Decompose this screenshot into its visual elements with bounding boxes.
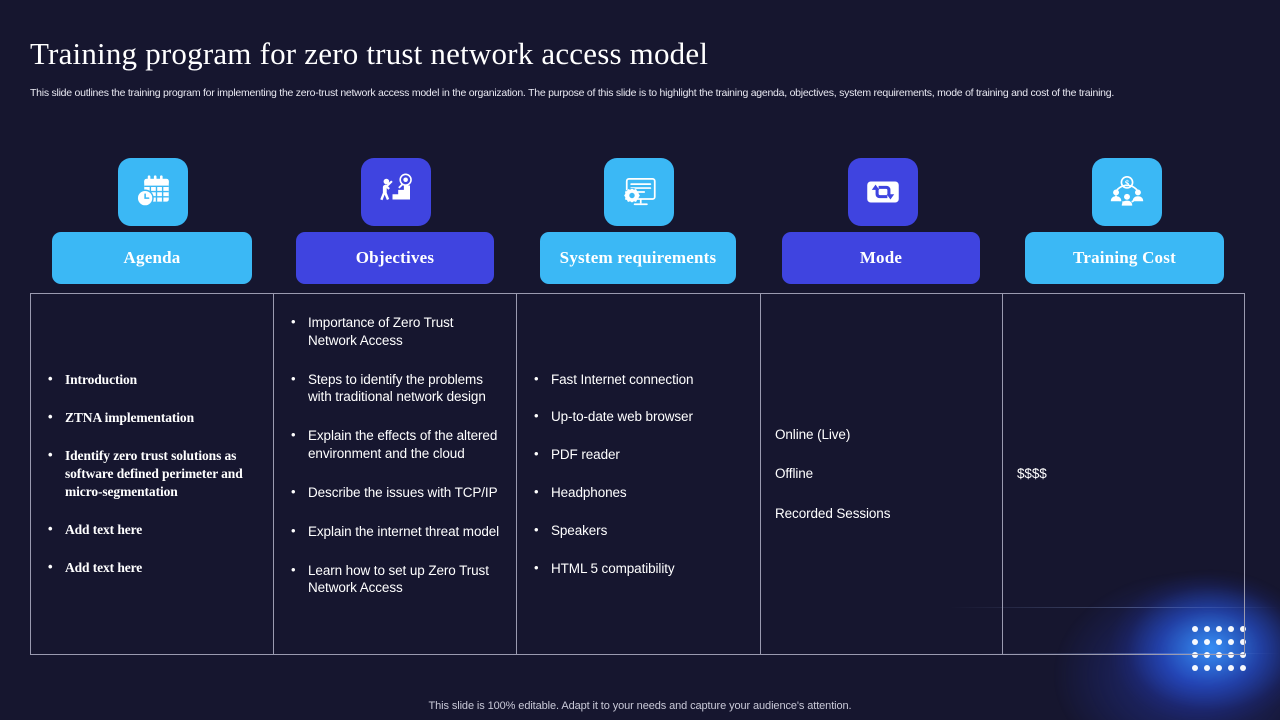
column-header-objectives[interactable]: Objectives	[296, 232, 494, 284]
footer-note: This slide is 100% editable. Adapt it to…	[428, 700, 852, 712]
column-header-system-requirements[interactable]: System requirements	[540, 232, 736, 284]
table-cell-objectives: Importance of Zero Trust Network Access …	[274, 294, 517, 654]
column-header-mode[interactable]: Mode	[782, 232, 980, 284]
list-item: Learn how to set up Zero Trust Network A…	[288, 561, 500, 598]
swap-arrows-icon	[848, 158, 918, 226]
page-title: Training program for zero trust network …	[30, 36, 709, 71]
list-item: Explain the internet threat model	[288, 522, 500, 541]
page-subtitle: This slide outlines the training program…	[30, 87, 1114, 99]
list-item: PDF reader	[531, 445, 744, 464]
table-cell-mode: Online (Live) Offline Recorded Sessions	[761, 294, 1003, 654]
person-stairs-goal-icon	[361, 158, 431, 226]
column-header-training-cost[interactable]: Training Cost	[1025, 232, 1224, 284]
list-item: Recorded Sessions	[775, 505, 891, 521]
people-money-icon: $	[1092, 158, 1162, 226]
list-item: Fast Internet connection	[531, 370, 744, 389]
objectives-list: Importance of Zero Trust Network Access …	[288, 313, 500, 598]
system-requirements-list: Fast Internet connection Up-to-date web …	[531, 370, 744, 578]
list-item: Introduction	[45, 370, 257, 389]
list-item: ZTNA implementation	[45, 408, 257, 427]
list-item: Add text here	[45, 520, 257, 539]
table-cell-agenda: Introduction ZTNA implementation Identif…	[31, 294, 274, 654]
list-item: Explain the effects of the altered envir…	[288, 426, 500, 463]
list-item: Importance of Zero Trust Network Access	[288, 313, 500, 350]
calendar-clock-icon	[118, 158, 188, 226]
table-cell-training-cost: $$$$	[1003, 294, 1244, 654]
agenda-list: Introduction ZTNA implementation Identif…	[45, 370, 257, 577]
list-item: Steps to identify the problems with trad…	[288, 370, 500, 407]
list-item: $$$$	[1017, 466, 1047, 482]
list-item: Up-to-date web browser	[531, 407, 744, 426]
content-table: Introduction ZTNA implementation Identif…	[30, 293, 1245, 655]
svg-text:$: $	[1125, 178, 1130, 188]
column-header-agenda[interactable]: Agenda	[52, 232, 252, 284]
list-item: Speakers	[531, 521, 744, 540]
list-item: Describe the issues with TCP/IP	[288, 483, 500, 502]
list-item: HTML 5 compatibility	[531, 559, 744, 578]
list-item: Identify zero trust solutions as softwar…	[45, 446, 257, 501]
list-item: Offline	[775, 466, 814, 482]
list-item: Online (Live)	[775, 426, 851, 442]
list-item: Add text here	[45, 558, 257, 577]
list-item: Headphones	[531, 483, 744, 502]
table-cell-system-requirements: Fast Internet connection Up-to-date web …	[517, 294, 761, 654]
monitor-gear-icon	[604, 158, 674, 226]
